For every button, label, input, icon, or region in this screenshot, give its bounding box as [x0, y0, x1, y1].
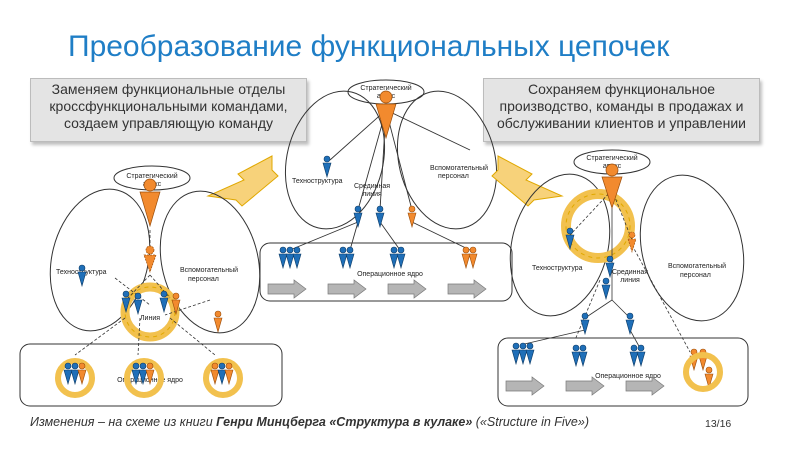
- right-core-ring: [683, 352, 723, 392]
- right-support-label-1: Вспомогательный: [668, 262, 726, 270]
- center-apex-figure: [375, 90, 397, 140]
- callout-right-line-2: производство, команды в продажах и: [499, 98, 744, 114]
- right-middle-figure-2: [601, 277, 611, 300]
- left-team-figure-3: [159, 290, 169, 313]
- right-cycle-ring: [561, 189, 635, 263]
- center-middle-label-2: линия: [362, 191, 382, 198]
- callout-left: Заменяем функциональные отделы кроссфунк…: [30, 78, 307, 142]
- center-middle-label-1: Срединная: [354, 183, 390, 190]
- callout-left-line-1: Заменяем функциональные отделы: [51, 81, 286, 97]
- right-techno-label: Техноструктура: [532, 265, 583, 272]
- left-middle-figure-dashed: [143, 245, 157, 274]
- center-core-label: Операционное ядро: [357, 271, 423, 278]
- left-techno-figure: [77, 264, 87, 287]
- right-apex-label-1: Стратегический: [586, 154, 637, 162]
- right-core-shape: [497, 337, 749, 407]
- right-middle-figure-4: [625, 312, 635, 335]
- left-core-shape: [19, 343, 283, 407]
- source-footnote: Изменения – на схеме из книги Генри Минц…: [30, 415, 589, 429]
- callout-left-line-3: создаем управляющую команду: [63, 115, 274, 131]
- left-support-label-2: персонал: [188, 276, 219, 283]
- center-support-shape: [396, 90, 498, 230]
- center-support-label-1: Вспомогательный: [430, 164, 488, 172]
- callout-right-line-3: обслуживании клиентов и управлении: [497, 115, 746, 131]
- left-support-figure: [213, 310, 223, 333]
- right-middle-dashed-figure: [627, 231, 637, 254]
- left-techno-shape: [49, 188, 151, 332]
- left-team-figure-2: [133, 292, 143, 315]
- callout-right: Сохраняем функциональное производство, к…: [483, 78, 760, 142]
- diagram-center: Стратегический апекс Техноструктура Вспо…: [259, 79, 513, 302]
- right-core-label: Операционное ядро: [595, 373, 661, 380]
- page-number: 13/16: [705, 418, 732, 430]
- right-middle-label-1: Срединная: [612, 269, 648, 276]
- left-support-shape: [159, 190, 261, 334]
- left-cycle-ring: [120, 282, 180, 342]
- diagram-right: Стратегический апекс Техноструктура Вспо…: [497, 149, 749, 407]
- left-core-rings: [55, 358, 243, 398]
- right-support-label-2: персонал: [680, 272, 711, 279]
- left-middle-label: Линия: [140, 315, 160, 322]
- left-support-label-1: Вспомогательный: [180, 266, 238, 274]
- yellow-arrow-right: [491, 155, 564, 207]
- right-support-shape: [639, 174, 745, 322]
- footnote-suffix: («Structure in Five»): [472, 415, 590, 429]
- center-apex-label-1: Стратегический: [360, 84, 411, 92]
- center-middle-figure-1: [353, 205, 363, 228]
- center-techno-shape: [284, 90, 386, 230]
- center-core-arrows: [267, 279, 487, 299]
- right-apex-figure: [601, 163, 623, 210]
- callout-right-line-1: Сохраняем функциональное: [527, 81, 716, 97]
- center-middle-figure-2: [375, 205, 385, 228]
- center-core-figures: [278, 246, 478, 269]
- left-apex-label-1: Стратегический: [126, 172, 177, 180]
- center-support-label-2: персонал: [438, 173, 469, 180]
- slide-title: Преобразование функциональных цепочек: [68, 30, 670, 63]
- yellow-arrow-left: [206, 155, 279, 207]
- footnote-prefix: Изменения – на схеме из книги: [30, 415, 217, 429]
- left-apex-figure: [139, 178, 161, 228]
- diagram-left: Стратегический апекс Техноструктура Вспо…: [19, 165, 283, 407]
- footnote-book: Генри Минцберга «Структура в кулаке»: [216, 415, 473, 429]
- center-techno-figure: [322, 155, 332, 178]
- callout-left-line-2: кроссфункциональными командами,: [49, 98, 288, 114]
- center-techno-label: Техноструктура: [292, 178, 343, 185]
- right-core-figures: [511, 342, 714, 389]
- right-middle-label-2: линия: [620, 277, 640, 284]
